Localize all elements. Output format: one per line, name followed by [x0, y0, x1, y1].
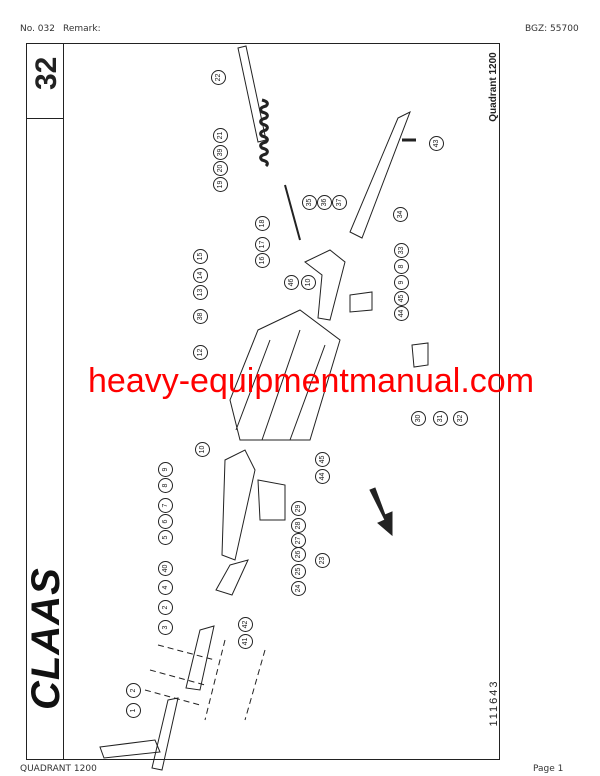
callout-7: 7 [158, 498, 173, 513]
callout-2: 2 [126, 683, 141, 698]
callout-23: 23 [315, 553, 330, 568]
callout-9: 9 [158, 462, 173, 477]
callout-35: 35 [302, 195, 317, 210]
block-part [257, 479, 286, 521]
bgz-label: BGZ: 55700 [525, 24, 579, 34]
guide-lines [144, 639, 266, 721]
callout-14: 14 [193, 268, 208, 283]
callout-39: 39 [213, 145, 228, 160]
divider [27, 118, 64, 119]
housing-lines [235, 329, 326, 441]
callout-36: 36 [317, 195, 332, 210]
bushing-part [411, 342, 429, 368]
callout-15: 15 [193, 249, 208, 264]
callout-13: 13 [193, 285, 208, 300]
callout-42: 42 [238, 617, 253, 632]
page-number-label: No. 032 [20, 24, 55, 34]
callout-16: 16 [255, 253, 270, 268]
callout-8: 8 [158, 478, 173, 493]
callout-38: 38 [193, 309, 208, 324]
watermark: heavy-equipmentmanual.com [88, 362, 535, 400]
callout-25: 25 [291, 564, 306, 579]
shaft-part [151, 697, 179, 771]
callout-1: 1 [126, 703, 141, 718]
footer-model: QUADRANT 1200 [20, 764, 97, 774]
callout-44: 44 [394, 306, 409, 321]
clamp-part [215, 559, 249, 596]
callout-41: 41 [238, 634, 253, 649]
callout-8: 8 [394, 259, 409, 274]
callout-2: 2 [158, 600, 173, 615]
callout-29: 29 [291, 501, 306, 516]
callout-28: 28 [291, 518, 306, 533]
callout-30: 30 [411, 411, 426, 426]
callout-33: 33 [394, 243, 409, 258]
callout-9: 9 [394, 275, 409, 290]
callout-31: 31 [433, 411, 448, 426]
callout-44: 44 [315, 469, 330, 484]
callout-21: 21 [213, 128, 228, 143]
callout-4: 4 [158, 580, 173, 595]
plate-part [349, 291, 373, 313]
callout-22: 22 [211, 70, 226, 85]
callout-18: 18 [255, 216, 270, 231]
callout-5: 5 [158, 530, 173, 545]
callout-34: 34 [393, 207, 408, 222]
callout-40: 40 [158, 561, 173, 576]
direction-arrow [369, 487, 393, 537]
callout-45: 45 [394, 291, 409, 306]
callout-17: 17 [255, 237, 270, 252]
rod-part [284, 184, 301, 241]
callout-26: 26 [291, 547, 306, 562]
callout-43: 43 [429, 136, 444, 151]
remark-label: Remark: [62, 24, 101, 34]
title-strip [26, 43, 64, 760]
housing-part [229, 309, 341, 441]
drawing-frame [26, 43, 500, 760]
callout-12: 12 [193, 345, 208, 360]
callout-10: 10 [301, 275, 316, 290]
callout-32: 32 [453, 411, 468, 426]
callout-24: 24 [291, 581, 306, 596]
callout-19: 19 [213, 177, 228, 192]
callout-46: 46 [284, 275, 299, 290]
plate-part [99, 739, 161, 759]
spring-part [259, 98, 269, 168]
footer-page: Page 1 [533, 764, 564, 774]
bracket-part [304, 249, 346, 321]
callout-37: 37 [332, 195, 347, 210]
callout-27: 27 [291, 533, 306, 548]
header-left: No. 032 Remark: [20, 24, 101, 34]
tube-part [185, 625, 215, 691]
tube-part [349, 110, 411, 239]
rod-part [237, 45, 267, 143]
callout-45: 45 [315, 452, 330, 467]
callout-6: 6 [158, 514, 173, 529]
callout-3: 3 [158, 620, 173, 635]
callout-20: 20 [213, 161, 228, 176]
arm-part [221, 449, 256, 561]
callout-10: 10 [195, 442, 210, 457]
